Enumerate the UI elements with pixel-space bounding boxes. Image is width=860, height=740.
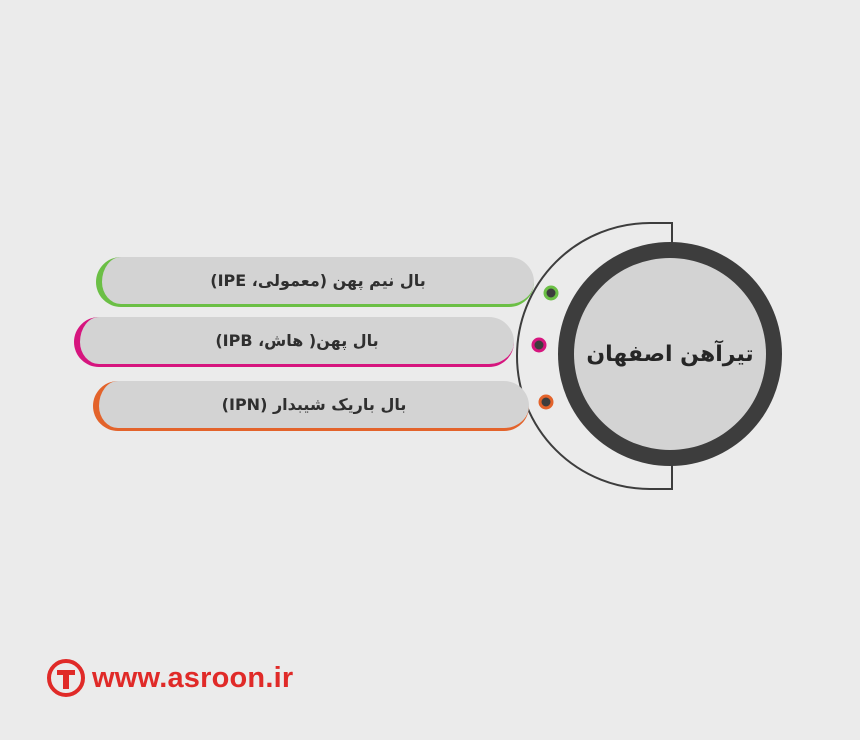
asroon-t-logo-icon bbox=[47, 659, 85, 697]
outer-arc bbox=[516, 222, 673, 490]
footer: www.asroon.ir bbox=[46, 658, 293, 698]
branch-ipb-label: بال پهن( هاش، IPB) bbox=[215, 331, 379, 350]
connector-dot-1 bbox=[543, 285, 559, 301]
website-url[interactable]: www.asroon.ir bbox=[92, 661, 294, 694]
center-title: تیرآهن اصفهان bbox=[586, 341, 754, 367]
branch-ipn-label: بال باریک شیبدار (IPN) bbox=[221, 395, 407, 414]
branch-ipe-label: بال نیم پهن (معمولی، IPE) bbox=[210, 271, 426, 290]
connector-dot-2 bbox=[531, 337, 547, 353]
connector-dot-3 bbox=[538, 394, 554, 410]
hub-inner bbox=[574, 258, 766, 450]
branch-ipe: بال نیم پهن (معمولی، IPE) bbox=[96, 257, 534, 307]
branch-ipn: بال باریک شیبدار (IPN) bbox=[93, 381, 529, 431]
branch-ipb: بال پهن( هاش، IPB) bbox=[74, 317, 514, 367]
